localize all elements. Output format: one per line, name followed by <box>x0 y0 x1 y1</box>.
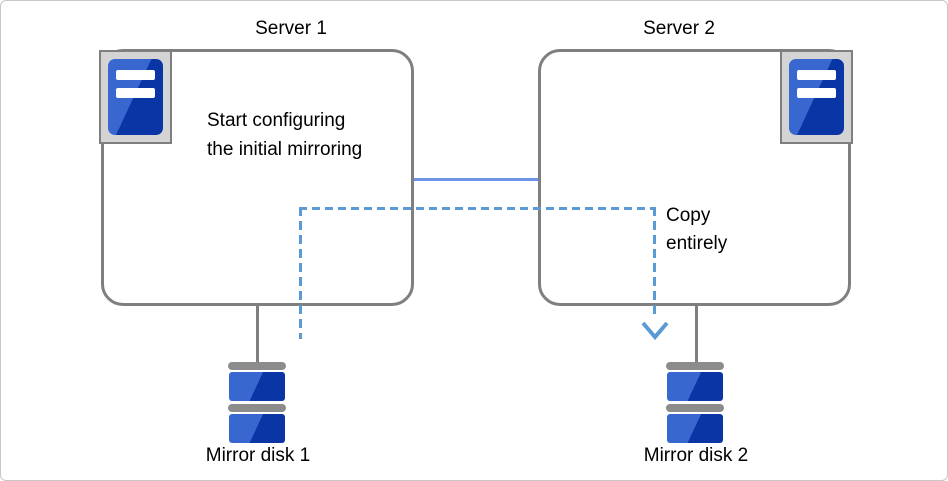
copy-path-right-segment <box>653 207 656 319</box>
server2-icon <box>780 50 853 144</box>
disk-platter-icon <box>667 372 723 401</box>
disk-platter-icon <box>229 372 285 401</box>
disk-tray-icon <box>666 362 724 370</box>
tower-slot-icon <box>116 88 155 98</box>
server2-label: Server 2 <box>643 18 715 39</box>
copy-path-horizontal-segment <box>299 207 656 210</box>
copy-label: Copy entirely <box>666 205 728 254</box>
tower-slot-icon <box>797 88 836 98</box>
disk-platter-icon <box>667 414 723 443</box>
server1-icon <box>99 50 172 144</box>
disk-platter-icon <box>229 414 285 443</box>
disk-tray-icon <box>666 404 724 412</box>
copy-arrow-icon <box>641 321 669 341</box>
disk-tray-icon <box>228 362 286 370</box>
disk1-label: Mirror disk 1 <box>205 445 311 466</box>
server-tower-icon <box>108 59 163 135</box>
copy-path-left-segment <box>299 207 302 339</box>
server1-label: Server 1 <box>255 18 327 39</box>
tower-slot-icon <box>116 70 155 80</box>
disk1-icon <box>228 362 286 443</box>
server-interconnect-line <box>414 178 538 181</box>
disk1-connector-line <box>256 306 259 363</box>
server-tower-icon <box>789 59 844 135</box>
disk2-label: Mirror disk 2 <box>643 445 749 466</box>
server1-note: Start configuring the initial mirroring <box>207 110 363 160</box>
disk2-connector-line <box>695 306 698 363</box>
tower-slot-icon <box>797 70 836 80</box>
disk-tray-icon <box>228 404 286 412</box>
disk2-icon <box>666 362 724 443</box>
